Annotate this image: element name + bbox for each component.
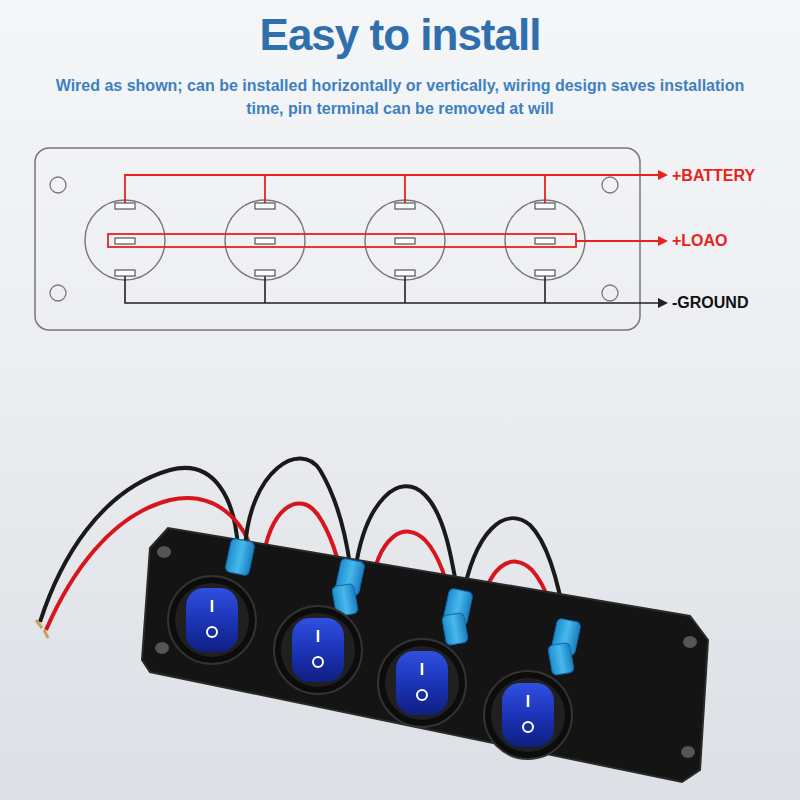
illustration-ellipse	[681, 746, 695, 758]
illustration-rect	[115, 270, 135, 276]
panel-schematic	[35, 148, 668, 330]
illustration-circle	[50, 177, 66, 193]
illustration-ellipse	[155, 642, 169, 654]
illustration-g	[168, 576, 572, 759]
illustration-path	[125, 275, 660, 303]
illustration-polygon	[658, 170, 668, 180]
switch-panel-illustration	[36, 459, 708, 782]
illustration-circle	[365, 200, 445, 280]
illustration-circle	[385, 646, 459, 720]
illustration-polygon	[142, 528, 708, 782]
illustration-circle	[505, 200, 585, 280]
illustration-rect	[186, 588, 238, 652]
illustration-circle	[378, 639, 466, 727]
illustration-rect	[255, 270, 275, 276]
illustration-line	[421, 663, 424, 675]
wire-label: +LOAO	[672, 231, 728, 251]
illustration-circle	[313, 657, 323, 667]
illustration-ellipse	[157, 546, 171, 558]
illustration-rect	[255, 203, 275, 209]
illustration-rect	[502, 683, 554, 747]
illustration-rect	[395, 270, 415, 276]
illustration-rect	[115, 238, 135, 244]
illustration-path	[125, 175, 660, 206]
illustration-rect	[535, 270, 555, 276]
illustration-rect	[108, 234, 576, 247]
illustration-ellipse	[683, 636, 697, 648]
illustration-circle	[602, 285, 618, 301]
illustration-path	[576, 240, 660, 242]
illustration-rect	[395, 203, 415, 209]
illustration-circle	[417, 690, 427, 700]
illustration-line	[211, 600, 214, 612]
subtitle: Wired as shown; can be installed horizon…	[50, 74, 750, 120]
illustration-rect	[535, 203, 555, 209]
illustration-rect	[255, 238, 275, 244]
illustration-line	[527, 695, 530, 707]
wire-label: -GROUND	[672, 293, 748, 313]
illustration-rect	[292, 618, 344, 682]
illustration-circle	[484, 671, 572, 759]
illustration-rect	[442, 612, 469, 645]
illustration-polygon	[658, 298, 668, 308]
illustration-rect	[395, 238, 415, 244]
illustration-circle	[274, 606, 362, 694]
illustration-polygon	[658, 236, 668, 246]
illustration-circle	[50, 285, 66, 301]
illustration-rect	[225, 538, 256, 576]
illustration-rect	[115, 203, 135, 209]
title: Easy to install	[0, 8, 800, 62]
illustration-circle	[175, 583, 249, 657]
illustration-rect	[548, 642, 575, 675]
illustration-path	[44, 630, 48, 638]
illustration-circle	[85, 200, 165, 280]
illustration-g	[115, 203, 555, 276]
illustration-circle	[225, 200, 305, 280]
illustration-circle	[491, 678, 565, 752]
illustration-circle	[281, 613, 355, 687]
illustration-line	[317, 630, 320, 642]
illustration-rect	[396, 651, 448, 715]
illustration-circle	[602, 177, 618, 193]
illustration-circle	[523, 722, 533, 732]
illustration-rect	[535, 238, 555, 244]
wire-label: +BATTERY	[672, 166, 755, 186]
illustration-circle	[207, 627, 217, 637]
illustration-g	[85, 200, 585, 280]
illustration-circle	[168, 576, 256, 664]
illustration-path	[36, 620, 42, 628]
